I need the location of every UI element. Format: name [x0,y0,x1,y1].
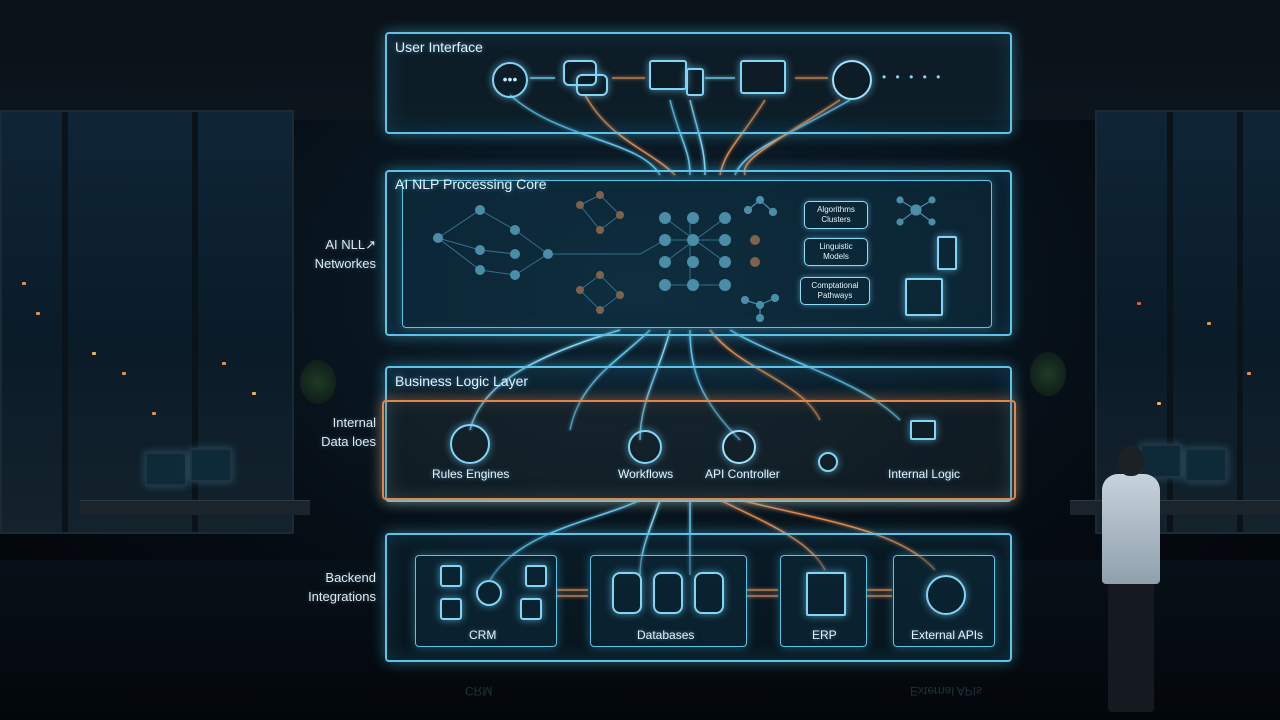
databases-module [590,555,747,647]
user-avatar-icon [832,60,872,100]
databases-label: Databases [637,628,695,642]
external-apis-label: External APIs [911,628,984,642]
monitor-right-1 [1140,444,1182,478]
chat-bubbles-secondary-icon [576,74,608,96]
nlp-side-label: AI NLL↗ Networkes [314,237,376,271]
document-icon [905,278,943,316]
person-legs [1108,582,1154,712]
rules-engines-label: Rules Engines [432,467,510,481]
algorithms-clusters-box: Algorithms Clusters [804,201,868,229]
document-stack-icon [937,236,957,270]
reflection-external-apis-label: External APIs [910,684,983,698]
database-icon [612,572,642,614]
server-rack-icon [806,572,846,616]
plant-right [1030,352,1066,396]
crm-profile-icon [440,598,462,620]
desktop-icon [649,60,687,90]
chat-bubbles-icon [563,60,597,86]
crm-contact-icon [440,565,462,587]
erp-label: ERP [812,628,837,642]
database-icon-3 [694,572,724,614]
business-logic-title: Business Logic Layer [395,373,529,389]
nlp-core-title: AI NLP Processing Core [395,176,547,192]
rules-engine-gear-icon [450,424,490,464]
monitor-left-2 [190,448,232,482]
reflection-crm-label: CRM [465,684,493,698]
monitor-left-1 [145,452,187,486]
internal-logic-label: Internal Logic [888,467,961,481]
crm-label: CRM [469,628,497,642]
workflows-gear-icon [628,430,662,464]
crm-list-icon [525,565,547,587]
internal-logic-node-icon [818,452,838,472]
api-controller-label: API Controller [705,467,780,481]
workflows-label: Workflows [618,467,674,481]
business-side-label: Internal Data loes [321,415,376,449]
laptop-profile-icon [740,60,786,94]
backend-side-label: Backend Integrations [308,570,376,604]
plant-left [300,360,336,404]
monitor-right-2 [1185,448,1227,482]
person-head [1118,446,1144,476]
person-body [1102,474,1160,584]
crm-search-icon [520,598,542,620]
phone-icon [686,68,704,96]
user-interface-title: User Interface [395,39,483,55]
more-dots-icon: • • • • • [882,70,944,84]
internal-logic-doc-icon [910,420,936,440]
floor-reflection: CRM External APIs [380,668,1010,708]
user-interface-panel [385,32,1012,134]
crm-users-icon [476,580,502,606]
chat-dots-icon: ••• [492,62,528,98]
office-ceiling [0,0,1280,120]
erp-module [780,555,867,647]
nlp-core-inner-panel [402,180,992,328]
nlp-core-panel [385,170,1012,336]
computational-pathways-box: Comptational Pathways [800,277,870,305]
api-controller-gear-icon [722,430,756,464]
desk-left [80,500,310,515]
database-icon-2 [653,572,683,614]
business-logic-panel [385,366,1012,502]
linguistic-models-box: Linguistic Models [804,238,868,266]
external-apis-gear-icon [926,575,966,615]
